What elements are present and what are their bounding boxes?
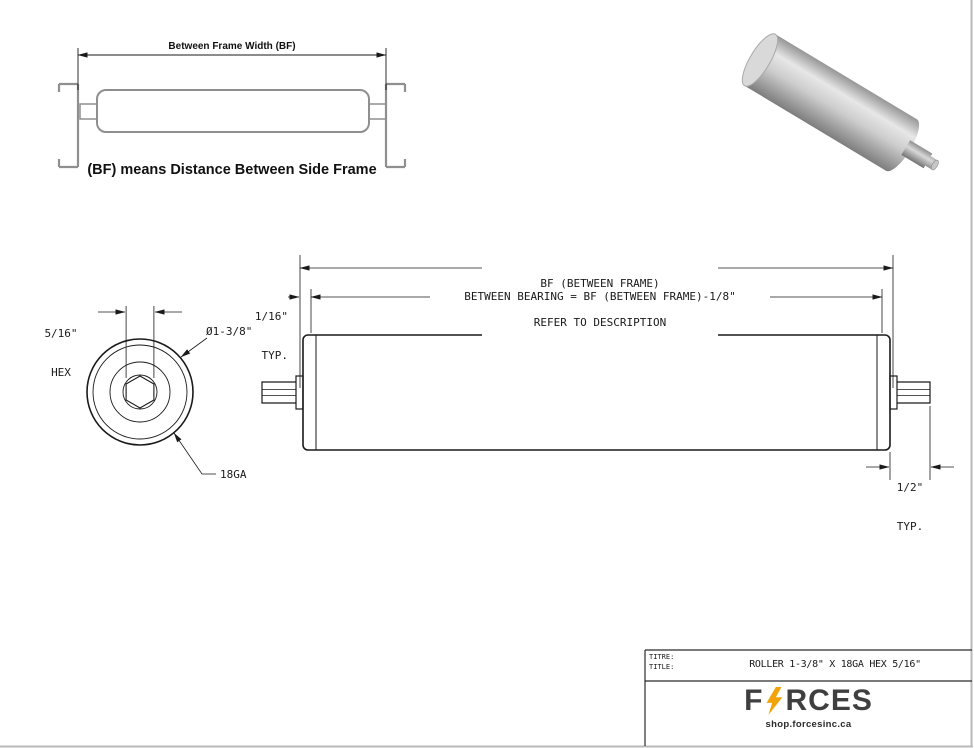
brand-logo: F RCES shop.forcesinc.ca <box>645 684 972 730</box>
brand-letters-rces: RCES <box>785 684 873 717</box>
website-label: shop.forcesinc.ca <box>765 719 852 730</box>
inset-dimension-label: Between Frame Width (BF) <box>168 41 296 52</box>
gauge-label: 18GA <box>220 468 247 481</box>
title-block-border <box>644 649 972 746</box>
bf-line1: BF (BETWEEN FRAME) <box>540 277 660 290</box>
right-typ-word: TYP. <box>896 520 924 533</box>
inset-roller-body <box>96 89 370 133</box>
brand-logo-row: F RCES <box>744 684 873 718</box>
right-shaft <box>889 375 931 410</box>
inset-left-frame <box>57 82 80 169</box>
title-label-fr: TITRE: <box>649 653 675 661</box>
right-typ-value: 1/2" <box>896 481 924 494</box>
hex-size-label: 5/16" HEX <box>26 301 96 405</box>
inset-right-frame <box>384 82 407 169</box>
roller-end-view <box>86 306 216 475</box>
shaft-protrusion-label: 1/2" TYP. <box>880 455 940 559</box>
inset-diagram <box>57 48 407 169</box>
title-label-en: TITLE: <box>649 663 675 671</box>
between-bearing-label: BETWEEN BEARING = BF (BETWEEN FRAME)-1/8… <box>430 290 770 303</box>
left-typ-value: 1/16" <box>254 310 288 323</box>
hex-bore <box>125 375 155 409</box>
bf-dimension-label: BF (BETWEEN FRAME) REFER TO DESCRIPTION <box>482 251 718 355</box>
roller-3d-render <box>741 33 939 172</box>
inset-caption: (BF) means Distance Between Side Frame <box>87 162 377 178</box>
lightning-bolt-icon <box>767 687 783 715</box>
bf-line2: REFER TO DESCRIPTION <box>533 316 667 329</box>
drawing-title: ROLLER 1-3/8" X 18GA HEX 5/16" <box>749 659 921 670</box>
left-clearance-label: 1/16" TYP. <box>210 284 288 388</box>
left-typ-word: TYP. <box>261 349 289 362</box>
inset-right-axle <box>368 103 387 120</box>
hex-size-word: HEX <box>51 366 71 379</box>
inset-left-axle <box>79 103 98 120</box>
end-view-dimensions <box>98 306 216 475</box>
left-shaft <box>261 375 304 410</box>
diameter-label: Ø1-3/8" <box>206 325 253 338</box>
hex-size-value: 5/16" <box>44 327 78 340</box>
brand-letter-f: F <box>744 684 764 717</box>
inset-dimension-lines <box>77 48 387 90</box>
